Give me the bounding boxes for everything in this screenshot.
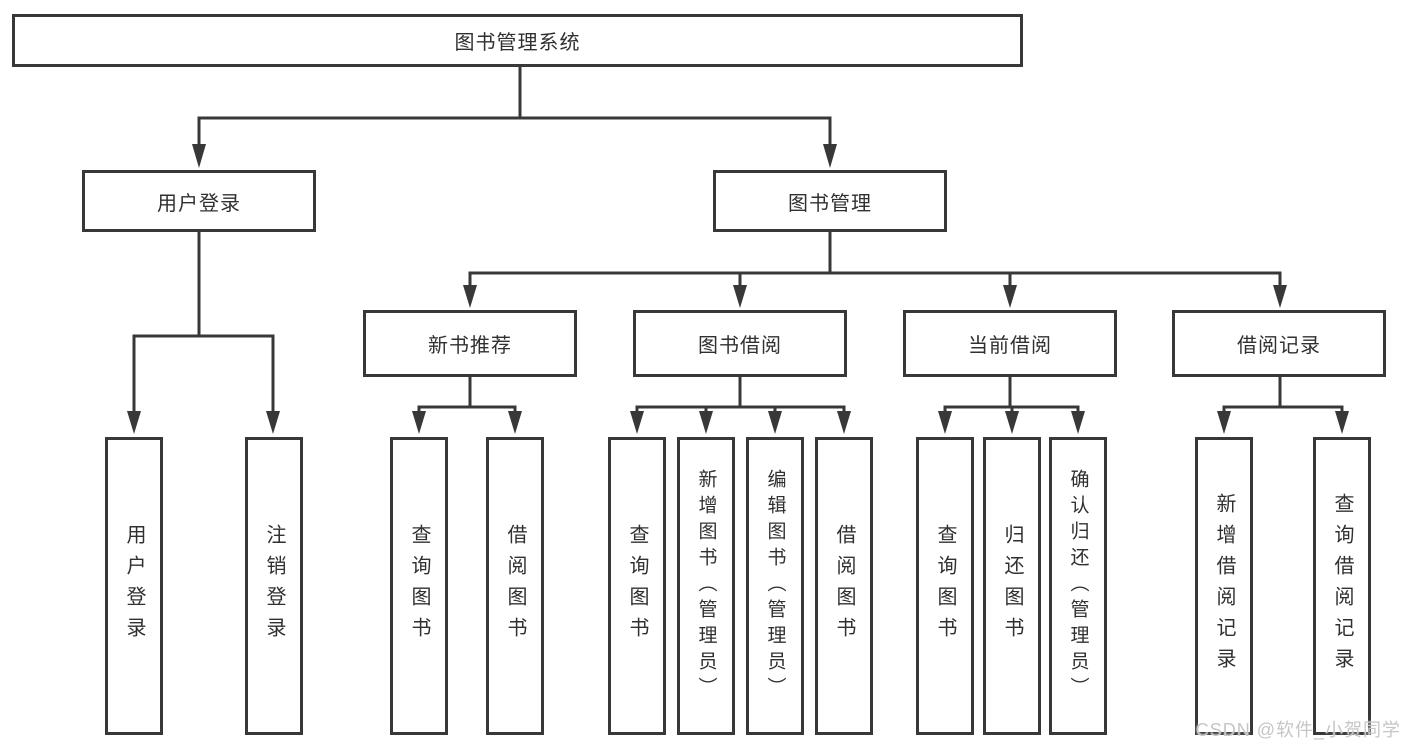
leaf-logout: 注销登录 bbox=[245, 437, 303, 735]
connector-borrow-records-split bbox=[1222, 375, 1344, 413]
leaf-query-borrow-record: 查询借阅记录 bbox=[1313, 437, 1371, 735]
connector-new-books-split bbox=[417, 375, 517, 413]
node-borrow-records: 借阅记录 bbox=[1172, 310, 1386, 377]
node-book-mgmt: 图书管理 bbox=[713, 170, 947, 232]
node-user-login: 用户登录 bbox=[82, 170, 316, 232]
leaf-borrow-books-recommend: 借阅图书 bbox=[486, 437, 544, 735]
node-current-borrow: 当前借阅 bbox=[903, 310, 1117, 377]
leaf-add-book-admin: 新增图书（管理员） bbox=[677, 437, 735, 735]
leaf-query-books-recommend: 查询图书 bbox=[390, 437, 448, 735]
node-book-borrow: 图书借阅 bbox=[633, 310, 847, 377]
leaf-confirm-return-admin: 确认归还（管理员） bbox=[1049, 437, 1107, 735]
connector-current-borrow-split bbox=[943, 375, 1080, 413]
node-root: 图书管理系统 bbox=[12, 14, 1023, 67]
node-new-books: 新书推荐 bbox=[363, 310, 577, 377]
connector-user-login-split bbox=[132, 230, 275, 413]
arrowhead-icons bbox=[127, 144, 1349, 434]
leaf-user-login: 用户登录 bbox=[105, 437, 163, 735]
leaf-edit-book-admin: 编辑图书（管理员） bbox=[746, 437, 804, 735]
connector-root-split bbox=[197, 66, 832, 146]
leaf-return-book: 归还图书 bbox=[983, 437, 1041, 735]
leaf-add-borrow-record: 新增借阅记录 bbox=[1195, 437, 1253, 735]
leaf-borrow-books: 借阅图书 bbox=[815, 437, 873, 735]
connector-book-borrow-split bbox=[635, 375, 846, 413]
leaf-query-books-borrow: 查询图书 bbox=[608, 437, 666, 735]
connector-book-mgmt-split bbox=[468, 230, 1282, 288]
leaf-query-books-current: 查询图书 bbox=[916, 437, 974, 735]
csdn-watermark: CSDN @软件_小贺同学 bbox=[1195, 720, 1401, 740]
